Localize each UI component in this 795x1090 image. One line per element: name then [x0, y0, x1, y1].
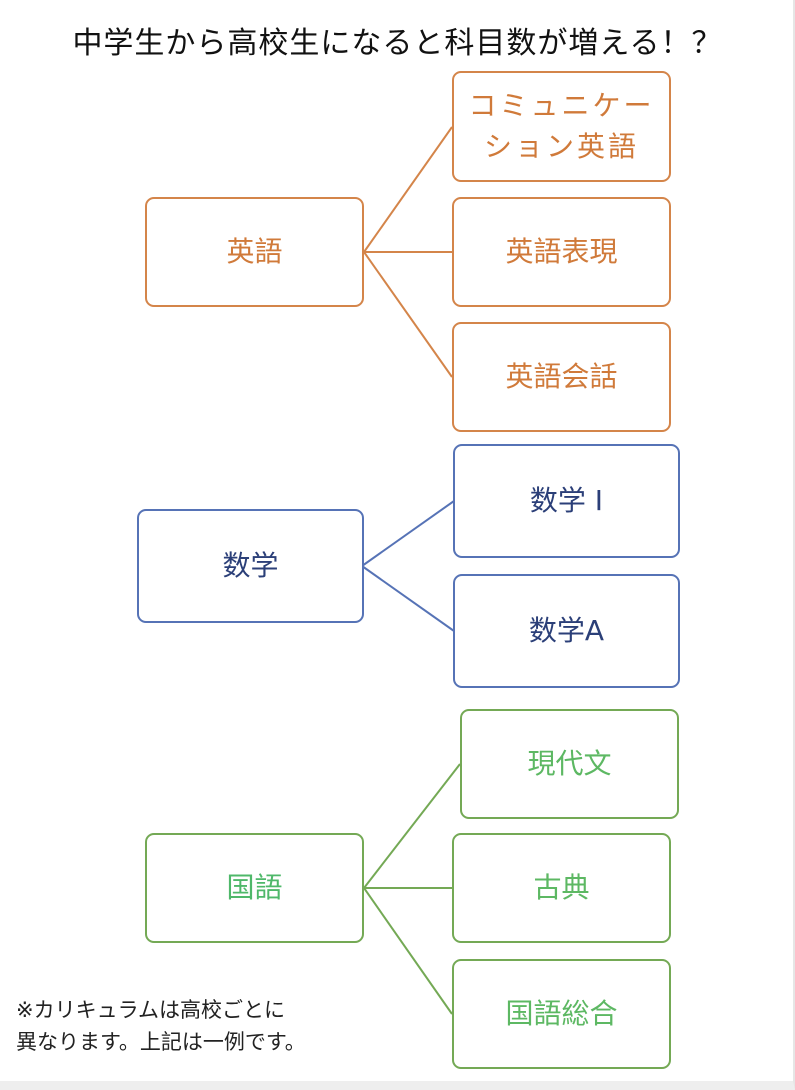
node-math-1: 数学 I [453, 444, 680, 558]
node-classics-label: 古典 [533, 870, 590, 904]
connector-english-comm [363, 126, 453, 253]
node-japanese: 国語 [145, 833, 364, 943]
node-english-label: 英語 [226, 234, 283, 268]
connector-math-1 [361, 500, 455, 567]
connector-math-a [361, 565, 455, 632]
node-math: 数学 [137, 509, 364, 623]
node-english-conversation: 英語会話 [452, 322, 671, 432]
node-english: 英語 [145, 197, 364, 307]
connector-english-conversation [363, 251, 453, 378]
node-math-label: 数学 [222, 548, 279, 582]
footnote: ※カリキュラムは高校ごとに 異なります。上記は一例です。 [16, 995, 306, 1058]
node-modern-japanese: 現代文 [460, 709, 679, 819]
node-general-japanese: 国語総合 [452, 959, 671, 1069]
footnote-line-1: ※カリキュラムは高校ごとに [16, 998, 285, 1022]
footnote-line-2: 異なります。上記は一例です。 [16, 1029, 306, 1054]
node-general-japanese-label: 国語総合 [505, 996, 618, 1030]
connector-japanese-general [363, 887, 453, 1015]
page-title: 中学生から高校生になると科目数が増える！？ [72, 26, 723, 61]
connector-japanese-modern [363, 763, 461, 889]
node-classics: 古典 [452, 833, 671, 943]
node-japanese-label: 国語 [226, 870, 283, 904]
node-modern-japanese-label: 現代文 [527, 746, 612, 780]
node-english-conversation-label: 英語会話 [505, 359, 618, 393]
node-english-expression: 英語表現 [452, 197, 671, 307]
node-english-expression-label: 英語表現 [505, 234, 618, 268]
node-communication-english-line1: コミュニケー [468, 88, 655, 122]
node-communication-english: コミュニケー ション英語 [452, 71, 671, 182]
node-communication-english-line2: ション英語 [483, 129, 639, 163]
node-math-a: 数学A [453, 574, 680, 688]
node-math-1-label: 数学 I [529, 483, 604, 517]
node-math-a-label: 数学A [528, 613, 605, 647]
